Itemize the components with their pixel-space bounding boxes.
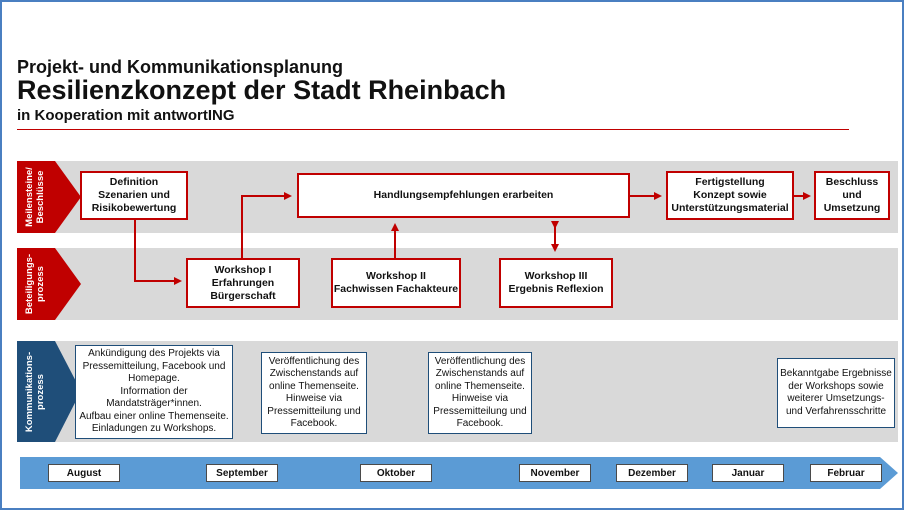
- title-line-3: in Kooperation mit antwortING: [17, 107, 235, 124]
- month-september: September: [206, 464, 278, 482]
- comm-ankuendigung: Ankündigung des Projekts via Pressemitte…: [75, 345, 233, 439]
- milestone-beschluss: Beschluss und Umsetzung: [814, 171, 890, 220]
- milestone-definition: Definition Szenarien und Risikobewertung: [80, 171, 188, 220]
- milestone-fertigstellung: Fertigstellung Konzept sowie Unterstützu…: [666, 171, 794, 220]
- month-januar: Januar: [712, 464, 784, 482]
- title-divider: [17, 129, 849, 130]
- month-oktober: Oktober: [360, 464, 432, 482]
- row-label-kommunikation: Kommunikations- prozess: [17, 341, 81, 442]
- title-line-1: Projekt- und Kommunikationsplanung: [17, 57, 344, 77]
- month-februar: Februar: [810, 464, 882, 482]
- comm-zwischenstand-2: Veröffentlichung des Zwischenstands auf …: [428, 352, 532, 434]
- arrow-ws1-to-handlung: [241, 192, 292, 258]
- comm-bekanntgabe: Bekanntgabe Ergebnisse der Workshops sow…: [777, 358, 895, 428]
- workshop-2: Workshop II Fachwissen Fachakteure: [331, 258, 461, 308]
- page-title: Resilienzkonzept der Stadt Rheinbach: [17, 75, 507, 105]
- milestone-handlungsempfehlungen: Handlungsempfehlungen erarbeiten: [297, 173, 630, 218]
- workshop-3: Workshop III Ergebnis Reflexion: [499, 258, 613, 308]
- month-november: November: [519, 464, 591, 482]
- chevron-shape: [17, 341, 81, 442]
- row-label-meilensteine: Meilensteine/ Beschlüsse: [17, 161, 81, 233]
- chevron-shape: [17, 248, 81, 320]
- month-dezember: Dezember: [616, 464, 688, 482]
- row-label-beteiligung: Beteiligungs- prozess: [17, 248, 81, 320]
- comm-zwischenstand-1: Veröffentlichung des Zwischenstands auf …: [261, 352, 367, 434]
- month-august: August: [48, 464, 120, 482]
- arrow-definition-to-ws1: [134, 219, 182, 285]
- workshop-1: Workshop I Erfahrungen Bürgerschaft: [186, 258, 300, 308]
- chevron-shape: [17, 161, 81, 233]
